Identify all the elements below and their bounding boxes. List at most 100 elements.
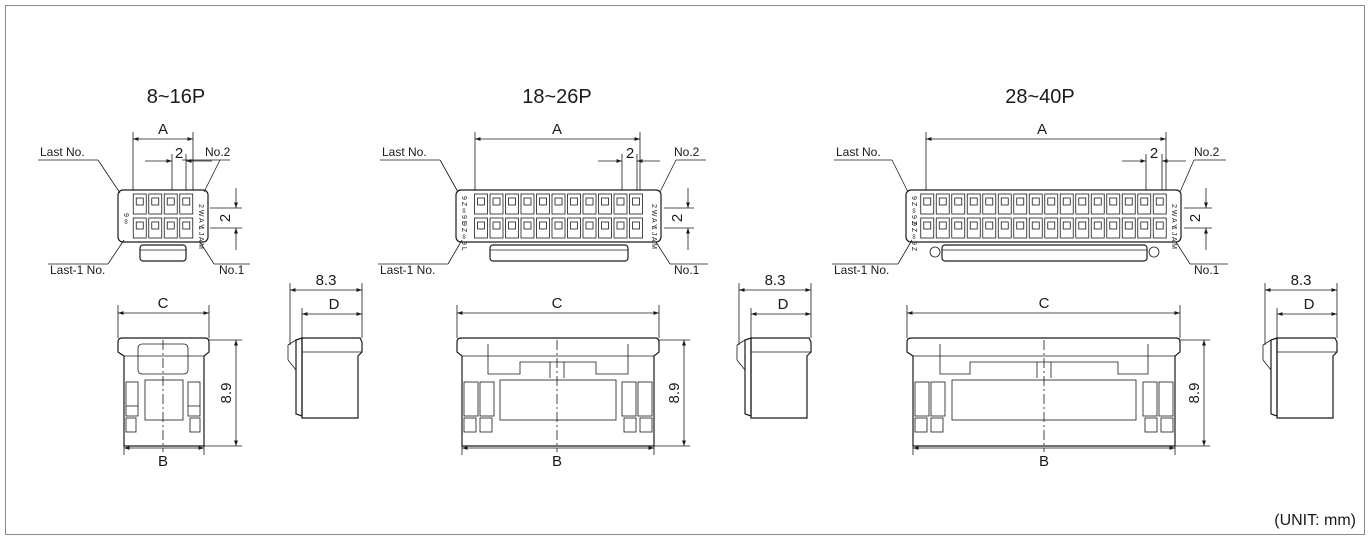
contact-cavity — [567, 217, 581, 239]
contact-cavity — [982, 193, 997, 215]
view-title: 28~40P — [1005, 86, 1075, 108]
contact-terminal — [601, 197, 609, 206]
dim-a-label: A — [158, 121, 168, 138]
contact-cavity — [1152, 193, 1167, 215]
contact-cavity — [1044, 217, 1059, 239]
svg-text:9 ∞: 9 ∞ — [122, 213, 129, 224]
contact-cavity — [966, 193, 981, 215]
contact-cavity — [474, 193, 488, 215]
svg-text:2 W A Y: 2 W A Y — [1170, 204, 1177, 229]
dim-row-pitch-label: 2 — [1187, 214, 1204, 222]
callout-no1: No.1 — [674, 263, 700, 277]
dim-height-label: 8.9 — [218, 383, 235, 404]
view-18-26p: 18~26P 9 Z ∞ 9 L 9 Z ∞ 9 L 2 W A Y 1 J A… — [378, 86, 812, 470]
contact-terminal — [585, 221, 594, 230]
svg-text:9 Z ∞ 9 L: 9 Z ∞ 9 L — [460, 222, 467, 251]
callout-last1-no: Last-1 No. — [50, 263, 105, 277]
contact-cavity — [1137, 217, 1152, 239]
contact-cavity — [505, 193, 519, 215]
contact-terminal — [1078, 197, 1087, 206]
svg-text:2 W A Y: 2 W A Y — [650, 204, 657, 229]
dim-c-label: C — [1039, 295, 1050, 312]
dim-row-pitch-label: 2 — [217, 214, 234, 222]
connector-top-body — [905, 189, 1182, 243]
dim-a-label: A — [1037, 121, 1047, 138]
dim-height-label: 8.9 — [666, 383, 683, 404]
contact-terminal — [182, 221, 191, 230]
contact-cavity — [935, 217, 950, 239]
contact-terminal — [492, 221, 501, 230]
contact-terminal — [1124, 221, 1133, 230]
connector-latch — [139, 244, 187, 262]
contact-cavity — [1121, 193, 1136, 215]
svg-text:1 J A M: 1 J A M — [1170, 226, 1177, 249]
callout-no2: No.2 — [205, 145, 231, 159]
contact-terminal — [1016, 221, 1025, 230]
contact-cavity — [489, 217, 504, 239]
contact-cavity — [1075, 193, 1090, 215]
contact-cavity — [148, 217, 163, 239]
contact-terminal — [585, 197, 594, 206]
connector-side-body — [301, 337, 363, 419]
dim-d-label: D — [778, 296, 789, 313]
contact-cavity — [489, 193, 504, 215]
contact-terminal — [1031, 197, 1040, 206]
contact-terminal — [1140, 221, 1149, 230]
contact-terminal — [1000, 221, 1009, 230]
view-title: 18~26P — [522, 86, 592, 108]
contact-terminal — [632, 197, 640, 206]
contact-cavity — [567, 193, 581, 215]
contact-cavity — [1013, 193, 1028, 215]
contact-cavity — [582, 193, 597, 215]
contact-terminal — [969, 197, 978, 206]
contact-terminal — [477, 221, 485, 230]
dim-c-label: C — [552, 295, 563, 312]
contact-cavity — [520, 193, 535, 215]
contact-cavity — [997, 193, 1012, 215]
contact-cavity — [1090, 217, 1105, 239]
contact-terminal — [954, 221, 963, 230]
contact-cavity — [629, 193, 643, 215]
contact-cavity — [1137, 193, 1152, 215]
dim-depth-label: 8.3 — [765, 272, 786, 289]
view-28-40p: 28~40P 9 Z ∞ 9 Z 9 Z ∞ 9 Z 2 W A Y 1 J A… — [832, 86, 1338, 470]
callout-last-no: Last No. — [836, 145, 881, 159]
contact-terminal — [1062, 221, 1071, 230]
view-title: 8~16P — [147, 86, 205, 108]
contact-terminal — [1047, 221, 1056, 230]
contact-terminal — [938, 197, 947, 206]
contact-cavity — [179, 217, 194, 239]
dim-depth-label: 8.3 — [1291, 272, 1312, 289]
contact-terminal — [554, 221, 563, 230]
connector-front-body — [456, 337, 660, 447]
contact-terminal — [166, 221, 175, 230]
contact-terminal — [1124, 197, 1133, 206]
contact-terminal — [570, 197, 578, 206]
contact-terminal — [539, 221, 547, 230]
contact-terminal — [182, 197, 191, 206]
connector-front-body — [906, 337, 1181, 447]
callout-no2: No.2 — [1194, 145, 1220, 159]
contact-cavity — [1075, 217, 1090, 239]
contact-terminal — [1155, 221, 1164, 230]
contact-cavity — [1152, 217, 1167, 239]
contact-cavity — [1106, 217, 1121, 239]
contact-terminal — [508, 197, 516, 206]
dim-b-label: B — [1039, 453, 1049, 470]
contact-terminal — [1078, 221, 1087, 230]
contact-cavity — [551, 217, 566, 239]
svg-text:9 Z ∞ 9 Z: 9 Z ∞ 9 Z — [910, 196, 917, 226]
contact-cavity — [132, 217, 147, 239]
contact-cavity — [920, 217, 935, 239]
contact-terminal — [1062, 197, 1071, 206]
contact-cavity — [951, 217, 966, 239]
contact-terminal — [1109, 197, 1118, 206]
contact-terminal — [938, 221, 947, 230]
contact-terminal — [1155, 197, 1164, 206]
contact-terminal — [477, 197, 485, 206]
dim-b-label: B — [158, 453, 168, 470]
contact-terminal — [1109, 221, 1118, 230]
contact-terminal — [632, 221, 640, 230]
contact-terminal — [985, 221, 994, 230]
dim-d-label: D — [329, 296, 340, 313]
